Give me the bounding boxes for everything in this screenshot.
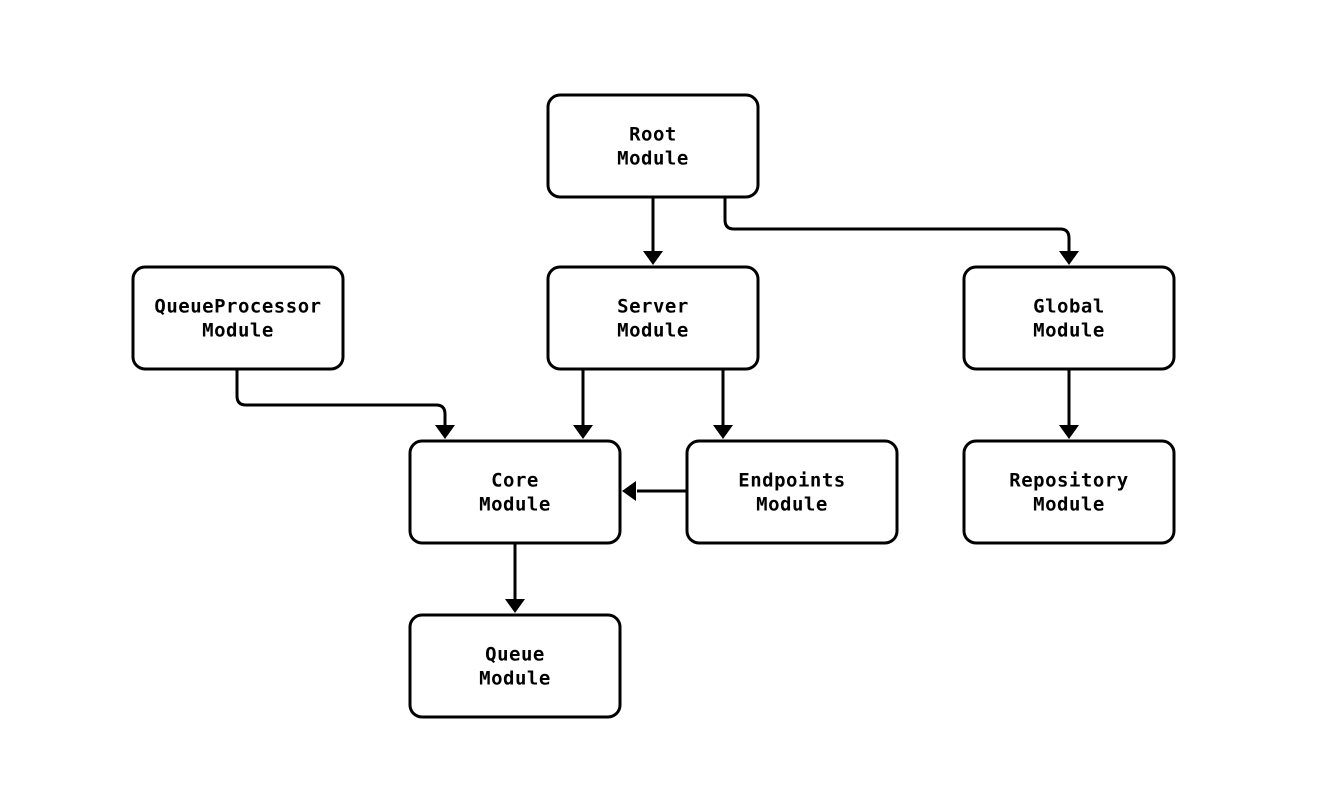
edge-root-global xyxy=(723,197,1079,265)
arrow-head-icon-core-queue xyxy=(505,599,525,613)
node-layer: RootModuleQueueProcessorModuleServerModu… xyxy=(131,93,1176,719)
node-label-line1-queue: Queue xyxy=(485,644,545,666)
arrow-head-icon-root-global xyxy=(1059,251,1079,265)
arrow-head-icon-root-server xyxy=(643,251,663,265)
node-label-line2-server: Module xyxy=(617,320,689,342)
node-box-global[interactable] xyxy=(962,265,1176,371)
node-box-queue[interactable] xyxy=(408,613,622,719)
edge-core-queue xyxy=(505,543,525,613)
node-box-root[interactable] xyxy=(546,93,760,199)
arrow-head-icon-server-core xyxy=(573,425,593,439)
node-label-line2-endpoints: Module xyxy=(756,494,828,516)
node-box-repository[interactable] xyxy=(962,439,1176,545)
node-box-core[interactable] xyxy=(408,439,622,545)
edge-root-server xyxy=(643,197,663,265)
arrow-head-icon-server-endpoints xyxy=(713,425,733,439)
node-label-line2-queueprocessor: Module xyxy=(202,320,274,342)
node-box-endpoints[interactable] xyxy=(685,439,899,545)
node-label-line1-server: Server xyxy=(617,296,689,318)
node-label-line2-queue: Module xyxy=(479,668,551,690)
edge-server-core xyxy=(573,369,593,439)
edge-server-endpoints xyxy=(713,369,733,439)
node-label-line1-repository: Repository xyxy=(1009,470,1128,492)
arrow-head-icon-queueprocessor-core xyxy=(435,425,455,439)
edge-line-queueprocessor-core xyxy=(235,369,447,426)
node-label-line1-endpoints: Endpoints xyxy=(738,470,845,492)
node-label-line2-core: Module xyxy=(479,494,551,516)
node-box-server[interactable] xyxy=(546,265,760,371)
node-label-line2-root: Module xyxy=(617,148,689,170)
node-label-line2-global: Module xyxy=(1033,320,1105,342)
node-label-line2-repository: Module xyxy=(1033,494,1105,516)
node-label-line1-core: Core xyxy=(491,470,539,492)
node-label-line1-root: Root xyxy=(629,124,677,146)
node-label-line1-global: Global xyxy=(1033,296,1105,318)
arrow-head-icon-global-repository xyxy=(1059,425,1079,439)
node-label-line1-queueprocessor: QueueProcessor xyxy=(154,296,321,318)
edge-queueprocessor-core xyxy=(235,369,455,439)
arrow-head-icon-endpoints-core xyxy=(622,481,636,501)
edge-endpoints-core xyxy=(622,481,687,501)
node-box-queueprocessor[interactable] xyxy=(131,265,345,371)
edge-global-repository xyxy=(1059,369,1079,439)
edge-layer xyxy=(235,197,1079,613)
edge-line-root-global xyxy=(723,197,1071,252)
